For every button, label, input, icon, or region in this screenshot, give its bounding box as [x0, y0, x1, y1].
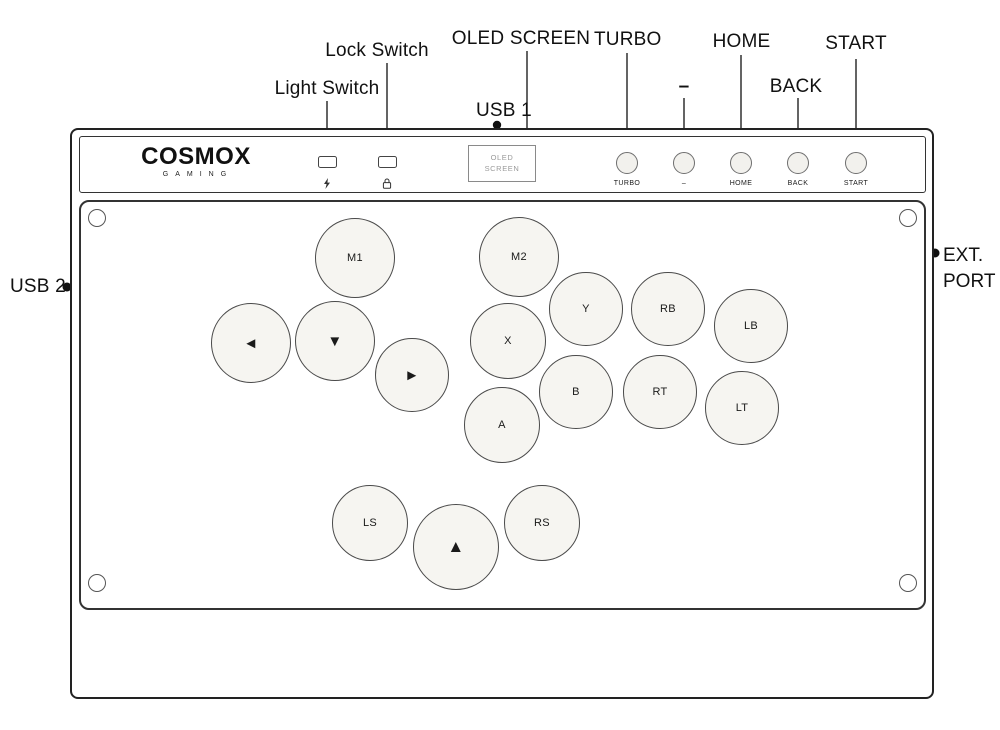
button-dpad-left: ◄ [211, 303, 291, 383]
home-button [730, 152, 752, 174]
ext-port-label: EXT. PORT [943, 243, 995, 294]
brand-logo: COSMOX GAMING [138, 143, 254, 179]
oled-screen-label: OLED SCREEN [451, 28, 591, 49]
oled-text-line2: SCREEN [484, 163, 520, 173]
usb1-label: USB 1 [476, 100, 532, 121]
back-button [787, 152, 809, 174]
button-rt: RT [623, 355, 697, 429]
lock-switch-label: Lock Switch [325, 40, 429, 61]
start-label: START [825, 33, 887, 54]
button-y: Y [549, 272, 623, 346]
light-switch-label: Light Switch [274, 78, 380, 99]
oled-screen: OLED SCREEN [468, 145, 536, 182]
usb2-label: USB 2 [10, 276, 66, 297]
button-x: X [470, 303, 546, 379]
start-button-label: START [843, 180, 869, 187]
screw-top-left [88, 209, 106, 227]
button-m1: M1 [315, 218, 395, 298]
turbo-button [616, 152, 638, 174]
button-lb: LB [714, 289, 788, 363]
light-switch [318, 156, 337, 168]
button-rb: RB [631, 272, 705, 346]
start-button [845, 152, 867, 174]
home-button-label: HOME [729, 180, 753, 187]
light-icon [324, 178, 330, 189]
home-label: HOME [712, 31, 771, 52]
minus-button-label: – [681, 180, 687, 187]
brand-name: COSMOX [141, 143, 251, 170]
button-ls: LS [332, 485, 408, 561]
button-dpad-right: ► [375, 338, 449, 412]
back-button-label: BACK [787, 180, 809, 187]
button-m2: M2 [479, 217, 559, 297]
oled-text-line1: OLED [490, 153, 514, 163]
minus-label: – [678, 76, 690, 97]
button-b: B [539, 355, 613, 429]
brand-tagline: GAMING [162, 171, 234, 178]
screw-bottom-right [899, 574, 917, 592]
button-dpad-up: ▲ [413, 504, 499, 590]
turbo-label: TURBO [594, 29, 662, 50]
button-dpad-down: ▼ [295, 301, 375, 381]
lock-switch [378, 156, 397, 168]
button-rs: RS [504, 485, 580, 561]
screw-bottom-left [88, 574, 106, 592]
lock-icon [382, 178, 392, 189]
button-a: A [464, 387, 540, 463]
button-lt: LT [705, 371, 779, 445]
ext-port-label-line1: EXT. [943, 245, 984, 266]
screw-top-right [899, 209, 917, 227]
turbo-button-label: TURBO [613, 180, 641, 187]
back-label: BACK [769, 76, 823, 97]
minus-button [673, 152, 695, 174]
ext-port-label-line2: PORT [943, 270, 996, 292]
